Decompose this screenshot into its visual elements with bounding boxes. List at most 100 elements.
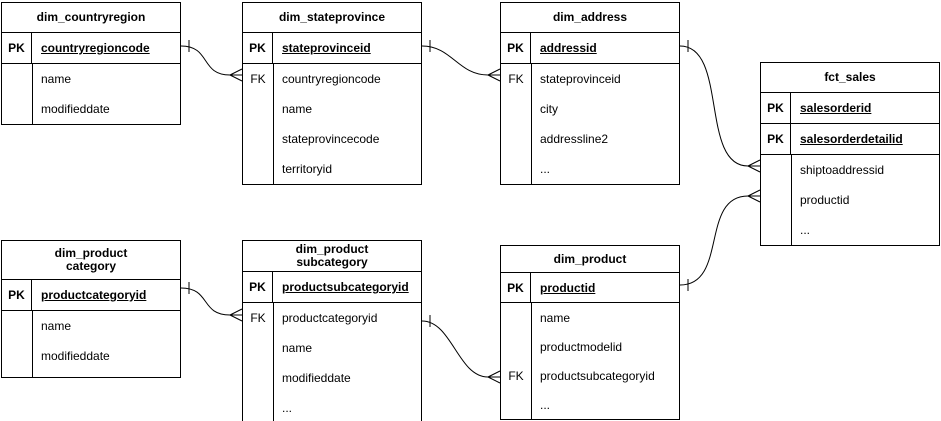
- attribute-row[interactable]: name: [501, 303, 679, 332]
- entity-dim-countryregion[interactable]: dim_countryregion PK countryregioncode n…: [1, 2, 181, 125]
- attribute-row[interactable]: name: [2, 311, 180, 341]
- attribute-row[interactable]: city: [501, 94, 679, 124]
- table-title-line: dim_countryregion: [36, 10, 146, 24]
- attribute-row[interactable]: modifieddate: [2, 341, 180, 371]
- attribute-row[interactable]: territoryid: [243, 154, 421, 184]
- attribute-row[interactable]: productid: [761, 185, 939, 215]
- pk-row[interactable]: PK addressid: [501, 33, 679, 64]
- connector-address-fctsales[interactable]: [679, 40, 761, 173]
- relationship-line: [180, 287, 231, 316]
- key-label: [243, 333, 273, 363]
- attribute-row[interactable]: FK countryregioncode: [243, 64, 421, 94]
- pk-row[interactable]: PK countryregioncode: [2, 33, 180, 64]
- entity-dim-productsubcategory[interactable]: dim_product subcategory PK productsubcat…: [242, 240, 422, 421]
- key-label: [2, 94, 32, 124]
- key-label: [501, 390, 531, 419]
- attribute-row[interactable]: FK stateprovinceid: [501, 64, 679, 94]
- connector-subcategory-product[interactable]: [421, 315, 501, 384]
- field-name: ...: [800, 223, 811, 237]
- attribute-row[interactable]: ...: [501, 390, 679, 419]
- key-label: [501, 124, 531, 154]
- fk-label: FK: [508, 72, 524, 86]
- table-title-line: dim_address: [552, 10, 628, 24]
- entity-dim-address[interactable]: dim_address PK addressid FK stateprovinc…: [500, 2, 680, 185]
- table-title: dim_countryregion: [2, 3, 180, 33]
- fk-label: FK: [508, 368, 524, 383]
- attribute-row[interactable]: modifieddate: [243, 363, 421, 393]
- pk-field-name: productcategoryid: [41, 288, 147, 302]
- pk-field-name: salesorderdetailid: [800, 132, 903, 146]
- pk-field-name: addressid: [540, 41, 597, 55]
- attribute-row[interactable]: addressline2: [501, 124, 679, 154]
- entity-dim-product[interactable]: dim_product PK productid name productmod…: [500, 245, 680, 420]
- attribute-section: shiptoaddressid productid ...: [761, 155, 939, 245]
- attribute-row[interactable]: name: [243, 333, 421, 363]
- field-name: name: [41, 72, 72, 86]
- attribute-section: name modifieddate: [2, 64, 180, 124]
- relationship-line: [421, 45, 489, 76]
- key-label: [501, 94, 531, 124]
- table-title-line: subcategory: [296, 255, 368, 269]
- pk-field-name: salesorderid: [800, 101, 872, 115]
- pk-row[interactable]: PK productcategoryid: [2, 280, 180, 311]
- pk-row[interactable]: PK salesorderid: [761, 93, 939, 124]
- connector-stateprovince-address[interactable]: [421, 40, 501, 82]
- table-title-line: dim_product: [553, 251, 627, 266]
- pk-row[interactable]: PK salesorderdetailid: [761, 124, 939, 155]
- attribute-row[interactable]: modifieddate: [2, 94, 180, 124]
- attribute-row[interactable]: productmodelid: [501, 332, 679, 361]
- table-title: dim_address: [501, 3, 679, 33]
- entity-fct-sales[interactable]: fct_sales PK salesorderid PK salesorderd…: [760, 62, 940, 246]
- attribute-section: name productmodelid FK productsubcategor…: [501, 303, 679, 419]
- pk-field-name: productsubcategoryid: [282, 280, 409, 294]
- entity-dim-productcategory[interactable]: dim_product category PK productcategoryi…: [1, 240, 181, 378]
- pk-row[interactable]: PK stateprovinceid: [243, 33, 421, 64]
- key-label: [761, 215, 791, 245]
- field-name: productsubcategoryid: [540, 368, 655, 383]
- attribute-row[interactable]: ...: [243, 393, 421, 421]
- attribute-section: FK productcategoryid name modifieddate .…: [243, 303, 421, 421]
- attribute-row[interactable]: stateprovincecode: [243, 124, 421, 154]
- relationship-line: [421, 320, 489, 378]
- connector-product-fctsales[interactable]: [679, 189, 761, 291]
- fk-label: FK: [250, 72, 266, 86]
- many-crowfoot-icon: [229, 68, 243, 82]
- key-label: [761, 155, 791, 185]
- key-label: [501, 332, 531, 361]
- key-label: [243, 393, 273, 421]
- field-name: addressline2: [540, 132, 609, 146]
- table-title: dim_product category: [2, 241, 180, 280]
- key-label: [2, 311, 32, 341]
- pk-label: PK: [243, 33, 273, 63]
- attribute-row[interactable]: FK productsubcategoryid: [501, 361, 679, 390]
- connector-category-subcategory[interactable]: [180, 282, 243, 322]
- field-name: ...: [540, 162, 551, 176]
- table-title: dim_product: [501, 246, 679, 273]
- key-label: [501, 154, 531, 184]
- field-name: name: [282, 102, 313, 116]
- attribute-row[interactable]: name: [2, 64, 180, 94]
- attribute-row[interactable]: FK productcategoryid: [243, 303, 421, 333]
- relationship-line: [679, 45, 749, 167]
- connector-countryregion-stateprovince[interactable]: [180, 40, 243, 82]
- pk-label: PK: [501, 33, 531, 63]
- pk-row[interactable]: PK productid: [501, 273, 679, 303]
- many-crowfoot-icon: [229, 308, 243, 322]
- field-name: city: [540, 102, 558, 116]
- table-title: fct_sales: [761, 63, 939, 93]
- key-label: [243, 154, 273, 184]
- attribute-section: name modifieddate: [2, 311, 180, 377]
- attribute-row[interactable]: shiptoaddressid: [761, 155, 939, 185]
- attribute-row[interactable]: name: [243, 94, 421, 124]
- field-name: ...: [540, 397, 551, 412]
- key-label: [761, 185, 791, 215]
- pk-row[interactable]: PK productsubcategoryid: [243, 272, 421, 303]
- relationship-line: [679, 195, 749, 286]
- attribute-row[interactable]: ...: [761, 215, 939, 245]
- pk-label: PK: [761, 93, 791, 123]
- relationship-line: [180, 45, 231, 76]
- attribute-row[interactable]: ...: [501, 154, 679, 184]
- entity-dim-stateprovince[interactable]: dim_stateprovince PK stateprovinceid FK …: [242, 2, 422, 185]
